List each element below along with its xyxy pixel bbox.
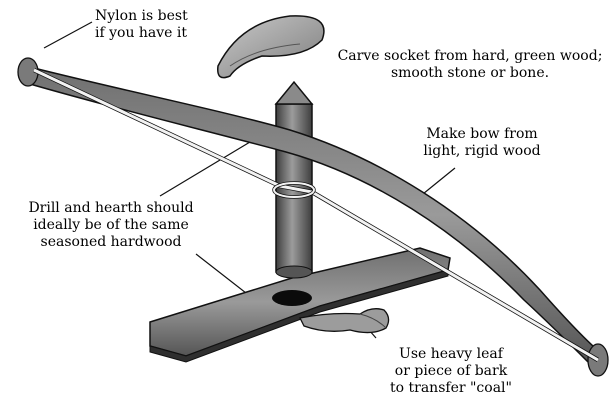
- leader-nylon: [43, 21, 93, 49]
- hearth-board: [149, 247, 451, 363]
- leader-drill: [159, 141, 251, 197]
- hearth-notch: [272, 290, 312, 306]
- label-socket: Carve socket from hard, green wood; smoo…: [337, 48, 603, 81]
- label-nylon: Nylon is best if you have it: [95, 8, 188, 41]
- label-drill-hearth: Drill and hearth should ideally be of th…: [28, 200, 194, 250]
- label-bow: Make bow from light, rigid wood: [423, 126, 541, 159]
- socket: [217, 15, 325, 79]
- leaf-bark: [299, 308, 390, 334]
- bow-string: [33, 67, 600, 362]
- drill: [274, 80, 314, 279]
- label-leaf: Use heavy leaf or piece of bark to trans…: [390, 346, 512, 396]
